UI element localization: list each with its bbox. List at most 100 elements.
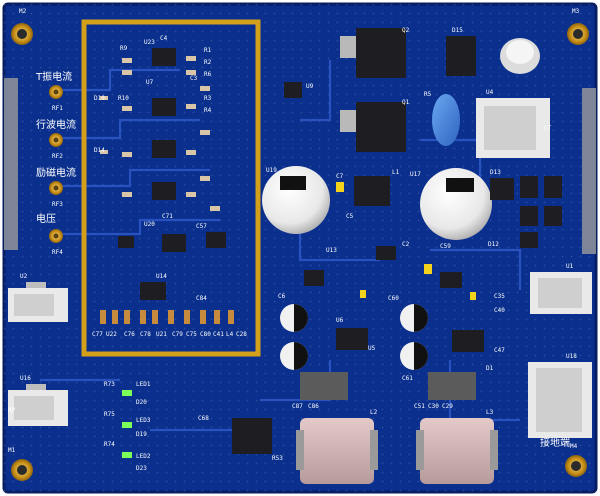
shield-ic-grid — [100, 48, 234, 324]
ref-u7: U7 — [146, 79, 154, 86]
ref-r10: R10 — [118, 95, 129, 102]
ref-r5: R5 — [424, 91, 432, 98]
connector-u2[interactable]: U2 — [8, 273, 68, 322]
ref-c68: C68 — [198, 415, 209, 422]
diode-d15 — [446, 36, 476, 76]
rf-input-4-label: 电压 — [36, 212, 56, 225]
power-section-ics — [284, 82, 484, 400]
ref-c51: C51 — [414, 403, 425, 410]
ref-c4: C4 — [160, 35, 168, 42]
ref-c61: C61 — [402, 375, 413, 382]
rf-input-2[interactable]: 行波电流 RF2 — [36, 118, 76, 160]
mosfet-q2: Q2 — [340, 27, 410, 78]
ref-c30: C30 — [428, 403, 439, 410]
ref-c87: C87 — [292, 403, 303, 410]
electrolytic-cap-u17-ref: U17 — [410, 171, 421, 178]
corner-label-m2: M2 — [19, 8, 27, 15]
board-cutout-left — [4, 78, 18, 250]
rf-input-2-ref: RF2 — [52, 153, 63, 160]
cylindrical-component — [500, 38, 540, 74]
ref-c40: C40 — [494, 307, 505, 314]
ref-u14: U14 — [156, 273, 167, 280]
ref-c84: C84 — [196, 295, 207, 302]
ref-c57: C57 — [196, 223, 207, 230]
rf-input-2-label: 行波电流 — [36, 118, 76, 131]
ref-u21: U21 — [156, 331, 167, 338]
ref-u6: U6 — [336, 317, 344, 324]
diode-cluster-right: D13 D12 — [488, 169, 562, 248]
corner-label-m3: M3 — [572, 8, 580, 15]
diode-d13-ref: D13 — [490, 169, 501, 176]
connector-u2-ref: U2 — [20, 273, 28, 280]
rf-input-4[interactable]: 电压 RF4 — [36, 212, 63, 256]
ref-r53: R53 — [272, 455, 283, 462]
ref-c79: C79 — [172, 331, 183, 338]
ref-c29: C29 — [442, 403, 453, 410]
ref-u23: U23 — [144, 39, 155, 46]
mosfet-q1-ref: Q1 — [402, 99, 410, 106]
led-section: R73 R75 R74 LED1 LED2 LED3 D19 D20 D23 — [104, 381, 151, 472]
misc-refs: C68 C87 C86 C51 C30 C29 C61 C6 C60 C59 C… — [94, 35, 505, 422]
rf-input-1[interactable]: T振电流 RF1 — [35, 70, 72, 112]
electrolytic-cap-u19-ref: U19 — [266, 167, 277, 174]
ref-r9: R9 — [120, 45, 128, 52]
ref-u9: U9 — [306, 83, 314, 90]
connector-u16[interactable]: U16 RP — [8, 375, 68, 426]
ref-c59: C59 — [440, 243, 451, 250]
ref-led2: LED2 — [136, 453, 151, 460]
electrolytic-cap-u19: U19 — [262, 166, 330, 234]
corner-label-m4: M4 — [570, 443, 578, 450]
connector-u4-ref: U4 — [486, 89, 494, 96]
connector-u18[interactable]: U18 接地端 — [528, 353, 592, 449]
mosfet-q1: Q1 — [340, 99, 410, 152]
mounting-hole-m3: M3 — [567, 8, 589, 45]
ref-r74: R74 — [104, 441, 115, 448]
ref-d14: D14 — [94, 147, 105, 154]
electrolytic-cap-u17: U17 — [410, 168, 492, 240]
rf-input-4-ref: RF4 — [52, 249, 63, 256]
ref-c5: C5 — [346, 213, 354, 220]
ref-r2: R2 — [204, 59, 212, 66]
ref-u13: U13 — [326, 247, 337, 254]
rf-input-1-ref: RF1 — [52, 105, 63, 112]
inductor-l2-ref: L2 — [370, 409, 378, 416]
ref-r75: R75 — [104, 411, 115, 418]
ref-c77: C77 — [92, 331, 103, 338]
ref-u5: U5 — [368, 345, 376, 352]
corner-label-m1: M1 — [8, 447, 16, 454]
ref-c6: C6 — [278, 293, 286, 300]
ref-c75: C75 — [186, 331, 197, 338]
ref-d20: D20 — [136, 399, 147, 406]
ref-c41: C41 — [213, 331, 224, 338]
rf-input-3[interactable]: 励磁电流 RF3 — [36, 166, 76, 208]
inductor-l3-ref: L3 — [486, 409, 494, 416]
ref-c7: C7 — [336, 173, 344, 180]
ref-l1: L1 — [392, 169, 400, 176]
ref-r73: R73 — [104, 381, 115, 388]
ref-led3: LED3 — [136, 417, 151, 424]
yellow-smd-c7 — [336, 182, 344, 192]
ref-c76: C76 — [124, 331, 135, 338]
inductor-l1 — [354, 176, 390, 206]
shield-row-labels: C77 U22 C76 C78 U21 C79 C75 C80 C41 L4 C… — [92, 331, 247, 338]
diode-d12-ref: D12 — [488, 241, 499, 248]
ref-l4: L4 — [226, 331, 234, 338]
ref-c28: C28 — [236, 331, 247, 338]
ref-c35: C35 — [494, 293, 505, 300]
ref-c78: C78 — [140, 331, 151, 338]
black-ic-bottom — [232, 418, 272, 454]
ref-d19: D19 — [136, 431, 147, 438]
ref-c60: C60 — [388, 295, 399, 302]
yellow-smd-caps — [360, 264, 476, 300]
connector-left-side-label: RP — [8, 407, 16, 414]
connector-u1[interactable]: U1 — [530, 263, 592, 314]
connector-u4[interactable]: U4 CT — [476, 89, 552, 158]
mosfet-q2-ref: Q2 — [402, 27, 410, 34]
connector-right-lower-label: 接地端 — [540, 436, 570, 449]
ref-r4: R4 — [204, 107, 212, 114]
rf-input-3-label: 励磁电流 — [36, 166, 76, 179]
ref-r3: R3 — [204, 95, 212, 102]
ref-d1: D1 — [486, 365, 494, 372]
ref-u20: U20 — [144, 221, 155, 228]
